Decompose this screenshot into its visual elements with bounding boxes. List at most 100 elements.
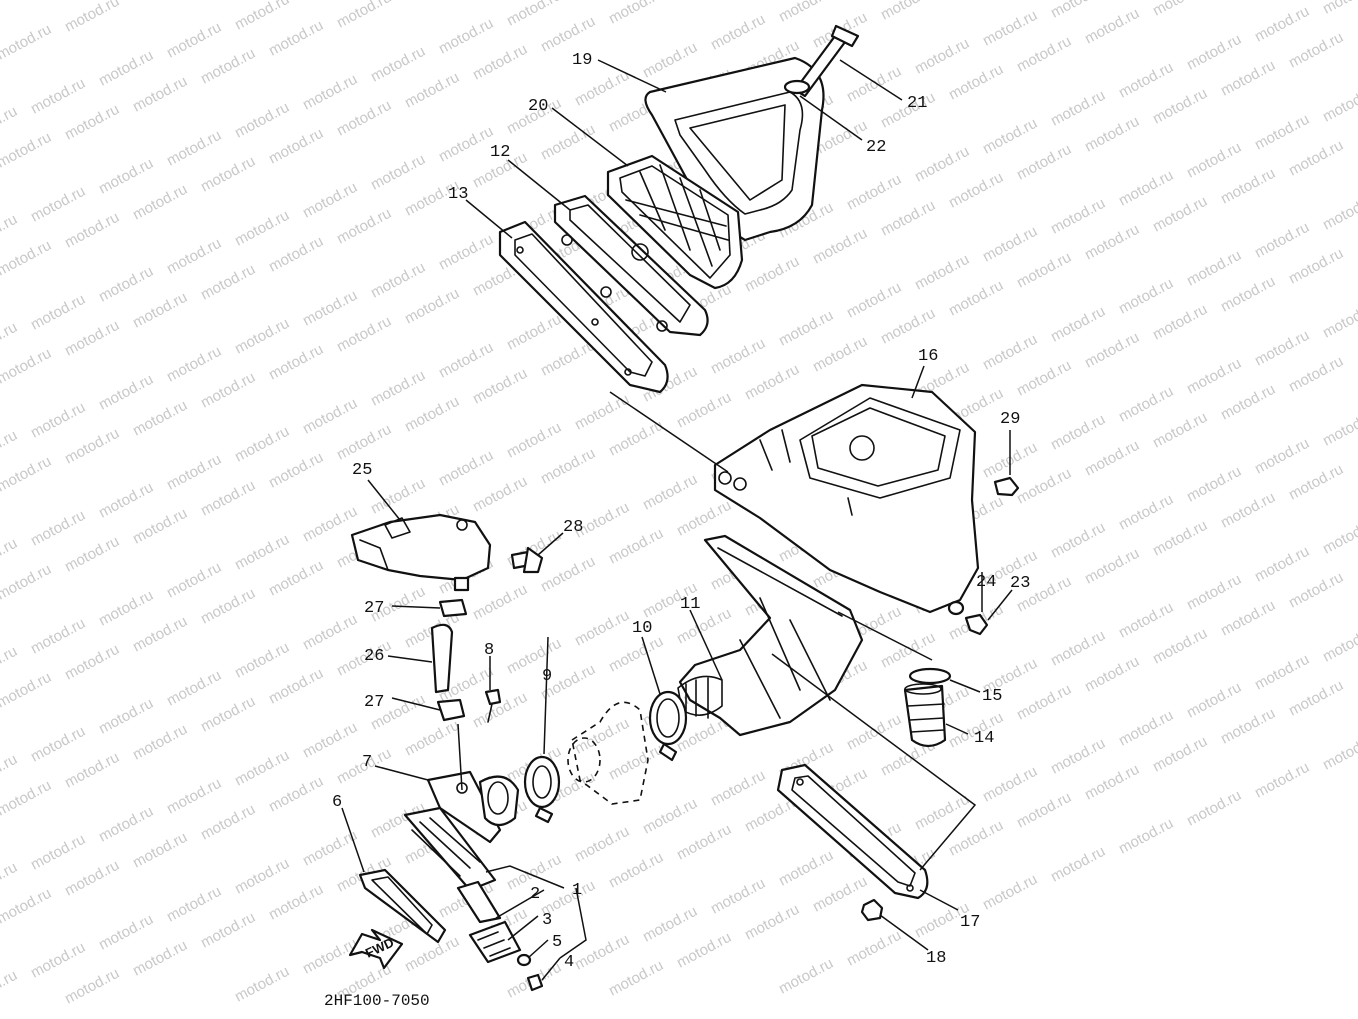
watermark-text: motod.ru bbox=[232, 639, 292, 682]
watermark-text: motod.ru bbox=[1082, 221, 1142, 264]
callout-3: 3 bbox=[542, 911, 552, 930]
watermark-text: motod.ru bbox=[62, 533, 122, 576]
watermark-text: motod.ru bbox=[164, 451, 224, 494]
watermark-text: motod.ru bbox=[334, 421, 394, 464]
callout-28: 28 bbox=[563, 518, 583, 537]
watermark-text: motod.ru bbox=[878, 197, 938, 240]
watermark-text: motod.ru bbox=[62, 425, 122, 468]
watermark-text: motod.ru bbox=[436, 231, 496, 274]
watermark-text: motod.ru bbox=[470, 41, 530, 84]
watermark-text: motod.ru bbox=[1048, 735, 1108, 778]
watermark-text: motod.ru bbox=[1286, 461, 1346, 504]
watermark-text: motod.ru bbox=[96, 371, 156, 414]
watermark-text: motod.ru bbox=[62, 641, 122, 684]
watermark-text: motod.ru bbox=[912, 35, 972, 78]
watermark-text: motod.ru bbox=[130, 289, 190, 332]
watermark-text: motod.ru bbox=[946, 169, 1006, 212]
watermark-text: motod.ru bbox=[1014, 33, 1074, 76]
watermark-text: motod.ru bbox=[1116, 275, 1176, 318]
watermark-text: motod.ru bbox=[980, 115, 1040, 158]
watermark-text: motod.ru bbox=[1218, 705, 1278, 748]
watermark-text: motod.ru bbox=[232, 207, 292, 250]
watermark-text: motod.ru bbox=[470, 473, 530, 516]
watermark-text: motod.ru bbox=[640, 471, 700, 514]
watermark-text: motod.ru bbox=[300, 611, 360, 654]
callout-22: 22 bbox=[866, 138, 886, 157]
watermark-text: motod.ru bbox=[606, 741, 666, 784]
watermark-text: motod.ru bbox=[0, 21, 54, 64]
watermark-text: motod.ru bbox=[912, 143, 972, 186]
watermark-text: motod.ru bbox=[1116, 383, 1176, 426]
watermark-text: motod.ru bbox=[164, 775, 224, 818]
watermark-text: motod.ru bbox=[606, 849, 666, 892]
watermark-text: motod.ru bbox=[810, 873, 870, 916]
watermark-text: motod.ru bbox=[266, 557, 326, 600]
watermark-text: motod.ru bbox=[368, 367, 428, 410]
part-6-gasket bbox=[358, 868, 447, 944]
part-23-screw bbox=[964, 613, 989, 636]
diagram-code: 2HF100-7050 bbox=[324, 992, 430, 1010]
watermark-text: motod.ru bbox=[1184, 355, 1244, 398]
part-11-air-intake-joint bbox=[677, 534, 864, 737]
watermark-text: motod.ru bbox=[1082, 113, 1142, 156]
callout-23: 23 bbox=[1010, 574, 1030, 593]
watermark-text: motod.ru bbox=[844, 927, 904, 970]
watermark-text: motod.ru bbox=[946, 61, 1006, 104]
watermark-text: motod.ru bbox=[1320, 191, 1358, 234]
watermark-text: motod.ru bbox=[198, 585, 258, 628]
reference-lines bbox=[457, 391, 977, 871]
watermark-text: motod.ru bbox=[402, 285, 462, 328]
watermark-text: motod.ru bbox=[96, 263, 156, 306]
watermark-text: motod.ru bbox=[0, 211, 20, 254]
watermark-text: motod.ru bbox=[1116, 707, 1176, 750]
watermark-text: motod.ru bbox=[232, 423, 292, 466]
watermark-text: motod.ru bbox=[266, 125, 326, 168]
watermark-text: motod.ru bbox=[300, 503, 360, 546]
callout-25: 25 bbox=[352, 461, 372, 480]
watermark-text: motod.ru bbox=[674, 389, 734, 432]
watermark-text: motod.ru bbox=[1150, 301, 1210, 344]
watermark-text: motod.ru bbox=[504, 0, 564, 30]
watermark-text: motod.ru bbox=[1252, 543, 1312, 586]
callout-27a: 27 bbox=[364, 599, 384, 618]
callout-27b: 27 bbox=[364, 693, 384, 712]
part-19-air-filter-element bbox=[644, 56, 825, 242]
watermark-text: motod.ru bbox=[844, 171, 904, 214]
watermark-text: motod.ru bbox=[980, 7, 1040, 50]
watermark-text: motod.ru bbox=[1218, 597, 1278, 640]
callout-24: 24 bbox=[976, 573, 996, 592]
callout-17: 17 bbox=[960, 913, 980, 932]
watermark-text: motod.ru bbox=[742, 361, 802, 404]
watermark-text: motod.ru bbox=[640, 795, 700, 838]
part-12-filter-plate bbox=[553, 194, 709, 337]
watermark-text: motod.ru bbox=[62, 965, 122, 1008]
part-1-reed-valve-assembly bbox=[403, 806, 497, 892]
part-25-cover bbox=[350, 513, 492, 592]
part-13-gasket bbox=[498, 220, 669, 394]
watermark-text: motod.ru bbox=[538, 121, 598, 164]
watermark-text: motod.ru bbox=[470, 689, 530, 732]
watermark-text: motod.ru bbox=[1082, 653, 1142, 696]
watermark-text: motod.ru bbox=[266, 449, 326, 492]
watermark-text: motod.ru bbox=[130, 181, 190, 224]
watermark-text: motod.ru bbox=[130, 73, 190, 116]
watermark-text: motod.ru bbox=[266, 341, 326, 384]
watermark-text: motod.ru bbox=[776, 847, 836, 890]
watermark-text: motod.ru bbox=[1150, 0, 1210, 20]
watermark-text: motod.ru bbox=[504, 635, 564, 678]
watermark-text: motod.ru bbox=[368, 151, 428, 194]
watermark-text: motod.ru bbox=[368, 475, 428, 518]
watermark-text: motod.ru bbox=[96, 155, 156, 198]
watermark-text: motod.ru bbox=[572, 67, 632, 110]
watermark-text: motod.ru bbox=[232, 963, 292, 1006]
watermark-text: motod.ru bbox=[0, 669, 54, 712]
watermark-text: motod.ru bbox=[266, 17, 326, 60]
part-26-hose bbox=[430, 623, 454, 694]
watermark-text: motod.ru bbox=[266, 665, 326, 708]
watermark-text: motod.ru bbox=[572, 607, 632, 650]
callout-5: 5 bbox=[552, 933, 562, 952]
watermark-text: motod.ru bbox=[266, 881, 326, 924]
watermark-text: motod.ru bbox=[368, 259, 428, 302]
watermark-text: motod.ru bbox=[1150, 733, 1210, 776]
